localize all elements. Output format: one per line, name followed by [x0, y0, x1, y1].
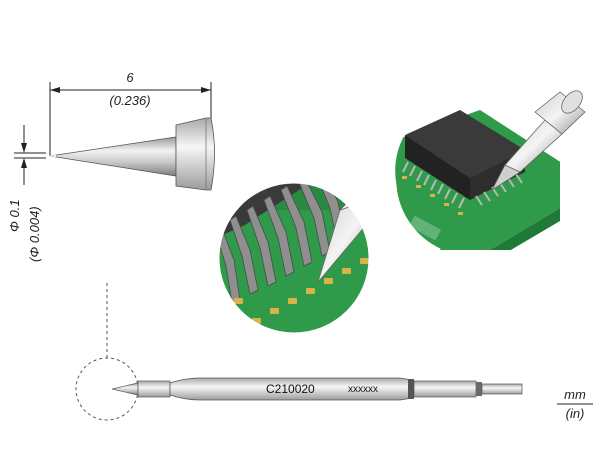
length-mm-label: 6 — [126, 70, 134, 85]
part-number: C210020 — [266, 382, 315, 396]
tip-profile-drawing — [48, 117, 215, 191]
ic-pcb-detail-view — [392, 90, 586, 252]
diameter-in-label: (Φ 0.004) — [27, 206, 42, 262]
diameter-dimension: Φ 0.1 (Φ 0.004) — [7, 125, 46, 262]
units-legend: mm (in) — [557, 387, 593, 421]
fine-pitch-detail-view — [216, 180, 372, 336]
cartridge-drawing: C210020 xxxxxx — [75, 283, 523, 421]
units-in-label: (in) — [566, 406, 585, 421]
length-in-label: (0.236) — [109, 93, 150, 108]
diameter-mm-label: Φ 0.1 — [7, 199, 22, 232]
serial-placeholder: xxxxxx — [348, 384, 378, 395]
length-dimension: 6 (0.236) — [49, 70, 212, 156]
units-mm-label: mm — [564, 387, 586, 402]
